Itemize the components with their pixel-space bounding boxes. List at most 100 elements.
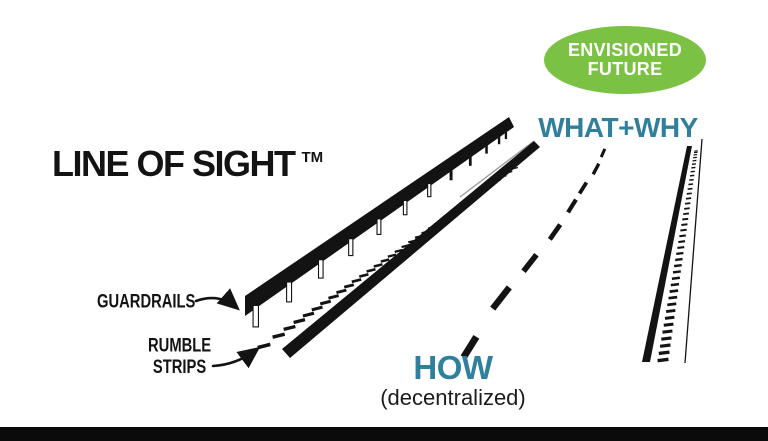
rumble-dash — [692, 159, 697, 162]
guardrails-label: GUARDRAILS — [97, 290, 196, 312]
rumble-dash — [513, 166, 519, 170]
guardrail-post — [252, 304, 259, 328]
rumble-dash — [690, 170, 695, 173]
title-text: LINE OF SIGHT — [52, 143, 296, 184]
rumble-dash — [664, 315, 675, 320]
rumble-dash — [670, 282, 680, 287]
rumble-dash — [686, 192, 692, 195]
rumble-dash — [688, 183, 694, 186]
guardrail-post — [504, 129, 508, 140]
rumble-strips-arrow-icon — [211, 346, 261, 369]
guardrail-rail — [245, 117, 514, 316]
rumble-dash — [684, 202, 691, 205]
rumble-dash — [662, 329, 673, 334]
center-dash — [490, 285, 512, 311]
rumble-dash — [691, 163, 696, 165]
rumble-dash — [658, 350, 670, 356]
rumble-dash — [272, 332, 286, 339]
guardrail-post — [497, 134, 501, 145]
guardrail-post — [286, 281, 293, 303]
center-dash — [599, 148, 607, 158]
rumble-dash — [319, 299, 332, 306]
guardrail-post — [376, 218, 382, 235]
rumble-dash — [343, 283, 355, 289]
rumble-dash — [657, 357, 669, 363]
rumble-dash — [665, 309, 676, 314]
rumble-dash — [351, 278, 362, 284]
rumble-dash — [693, 151, 698, 154]
guardrail-post — [317, 259, 324, 279]
rumble-dash — [678, 240, 686, 244]
rumble-dash — [679, 234, 686, 238]
rumble-dash — [691, 166, 696, 169]
rumble-strips-label-line1: RUMBLE — [148, 334, 212, 356]
rumble-dash — [302, 311, 315, 318]
guardrail-post — [427, 182, 432, 198]
center-dash — [547, 223, 563, 241]
rumble-strips-label-line2: STRIPS — [152, 355, 207, 378]
rumble-dash — [693, 153, 698, 156]
rumble-dash — [673, 264, 682, 268]
far-shoulder-line — [459, 140, 535, 198]
bottom-border-bar — [0, 427, 768, 441]
guardrails-arrow-icon — [194, 288, 240, 311]
center-dashed-line — [460, 148, 607, 360]
center-dash — [521, 253, 539, 273]
rumble-dash — [677, 245, 685, 250]
rumble-dash — [387, 253, 397, 258]
guardrail-post — [402, 199, 408, 216]
rumble-dash — [675, 257, 683, 262]
rumble-dash — [373, 263, 383, 268]
rumble-strips-right — [657, 150, 698, 363]
guardrail-posts — [252, 129, 508, 328]
rumble-dash — [682, 217, 689, 221]
rumble-dash — [684, 207, 690, 210]
rumble-dash — [668, 295, 678, 300]
rumble-dash — [669, 289, 679, 293]
guardrail-post — [348, 238, 354, 257]
center-dash — [577, 181, 589, 195]
rumble-dash — [687, 187, 693, 190]
rumble-dash — [689, 178, 694, 181]
guardrail-post — [485, 143, 488, 154]
what-why-label: WHAT+WHY — [538, 112, 698, 143]
center-dash — [460, 334, 480, 360]
rumble-dash — [672, 270, 681, 274]
rumble-dash — [336, 288, 347, 294]
rumble-dash — [663, 322, 674, 327]
how-qualifier-label: (decentralized) — [380, 385, 526, 410]
center-dash — [591, 162, 601, 176]
rumble-dash — [685, 197, 692, 200]
envisioned-future-line1: ENVISIONED — [567, 39, 683, 60]
envisioned-future-badge: ENVISIONED FUTURE — [544, 26, 706, 94]
page-title: LINE OF SIGHT TM — [52, 146, 323, 182]
road-edge-left — [282, 141, 540, 358]
road-edge-right — [642, 146, 692, 362]
rumble-dash — [681, 223, 688, 226]
guardrail-post — [468, 154, 472, 166]
rumble-dash — [671, 276, 681, 280]
guardrail-post — [449, 168, 453, 181]
rumble-dash — [311, 305, 323, 312]
rumble-dash — [394, 248, 403, 253]
center-dash — [566, 198, 578, 214]
rumble-dash — [401, 244, 410, 249]
road-outer-line-right — [684, 138, 703, 364]
rumble-dash — [694, 150, 698, 152]
rumble-dash — [667, 302, 677, 307]
how-label: HOW — [413, 349, 493, 386]
rumble-dash — [328, 294, 339, 300]
rumble-dash — [683, 212, 690, 216]
rumble-dash — [293, 318, 306, 325]
rumble-dash — [680, 228, 687, 232]
rumble-dash — [659, 343, 671, 348]
rumble-dash — [693, 156, 697, 159]
rumble-dash — [676, 251, 684, 256]
rumble-dash — [380, 258, 390, 263]
trademark-mark: TM — [301, 149, 324, 166]
rumble-dash — [283, 324, 296, 332]
rumble-dash — [358, 273, 369, 278]
rumble-dash — [689, 174, 695, 177]
